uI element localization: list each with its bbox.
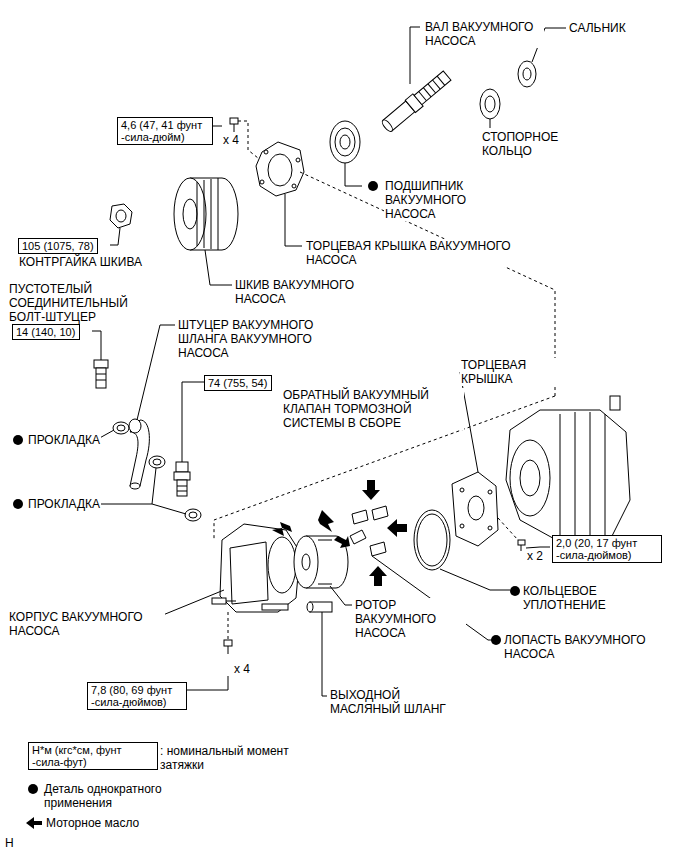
figure-code: H [4,836,15,850]
part-label: КОЛЬЦЕВОЕ УПЛОТНЕНИЕ [522,584,644,612]
torque-value: 2,0 (20, 17 фунт -сила-дюймов) [556,537,658,561]
quantity-label: x 2 [526,549,544,563]
part-label: РОТОР ВАКУУМНОГО НАСОСА [354,598,466,640]
torque-box: 105 (1075, 78) [18,238,98,254]
part-label: ТОРЦЕВАЯ КРЫШКА [460,358,562,386]
part-label: КОНТРГАЙКА ШКИВА [18,255,143,269]
torque-value: 105 (1075, 78) [22,240,94,252]
part-label: ВЫХОДНОЙ МАСЛЯНЫЙ ШЛАНГ [329,688,451,716]
part-label: ВАЛ ВАКУУМНОГО НАСОСА [424,20,544,48]
torque-value: 4,6 (47, 41 фунт -сила-дюйм) [121,119,209,143]
part-label: КОРПУС ВАКУУМНОГО НАСОСА [8,610,165,638]
part-label: СТОПОРНОЕ КОЛЬЦО [481,130,578,158]
torque-value: 7,8 (80, 69 фунт -сила-дюймов) [91,684,183,708]
torque-value: 74 (755, 54) [208,377,268,389]
torque-value: 14 (140, 10) [16,326,76,338]
torque-box: 4,6 (47, 41 фунт -сила-дюйм) [117,117,213,145]
part-label: ПРОКЛАДКА [27,497,101,511]
torque-box: 14 (140, 10) [12,324,80,340]
part-label: ШКИВ ВАКУУМНОГО НАСОСА [234,278,376,306]
torque-box: 2,0 (20, 17 фунт -сила-дюймов) [552,535,662,563]
part-label: ОБРАТНЫЙ ВАКУУМНЫЙ КЛАПАН ТОРМОЗНОЙ СИСТ… [282,388,464,430]
quantity-label: x 4 [222,133,240,147]
part-label: САЛЬНИК [568,21,627,35]
part-label: ПУСТОТЕЛЫЙ СОЕДИНИТЕЛЬНЫЙ БОЛТ-ШТУЦЕР [8,282,160,324]
part-label: ШТУЦЕР ВАКУУМНОГО ШЛАНГА ВАКУУМНОГО НАСО… [177,318,329,360]
legend-text: : номинальный момент затяжки [160,744,320,772]
part-label: ПОДШИПНИК ВАКУУМНОГО НАСОСА [384,179,496,221]
quantity-label: x 4 [233,662,251,676]
legend-text: Моторное масло [46,816,139,830]
legend-text: Деталь однократного применения [44,782,204,810]
part-label: ПРОКЛАДКА [27,433,101,447]
torque-box: 7,8 (80, 69 фунт -сила-дюймов) [87,682,187,710]
torque-value: Н*м (кгс*см, фунт -сила-фут) [32,744,154,768]
torque-box: 74 (755, 54) [204,375,272,391]
part-label: ТОРЦЕВАЯ КРЫШКА ВАКУУМНОГО НАСОСА [305,239,557,267]
legend-torque-box: Н*м (кгс*см, фунт -сила-фут) [28,742,158,770]
part-label: ЛОПАСТЬ ВАКУУМНОГО НАСОСА [503,633,665,661]
